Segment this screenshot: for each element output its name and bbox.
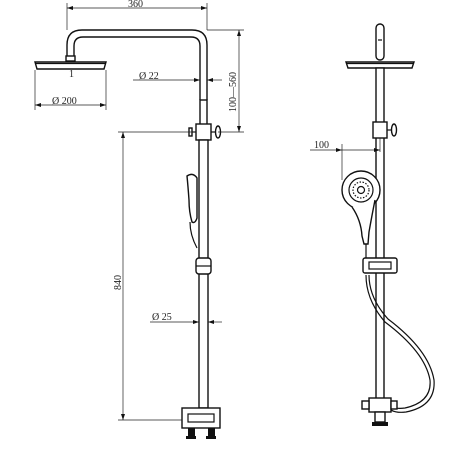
dim-lower-riser-diameter: Ø 25: [152, 312, 172, 323]
side-view: [341, 23, 435, 426]
dim-upper-riser-diameter: Ø 22: [139, 71, 159, 82]
slider-side: [362, 257, 398, 274]
head-mark-label: 1: [69, 69, 74, 80]
side-riser: [375, 67, 385, 401]
mixer-body-side: [361, 397, 398, 426]
handshower-face: [341, 170, 381, 258]
dim-handshower-offset: 100: [314, 140, 329, 151]
side-connector: [372, 121, 398, 139]
dim-head-diameter: Ø 200: [52, 96, 77, 107]
side-dimensions: 100: [310, 138, 381, 180]
side-arm-stub: [375, 23, 385, 61]
shower-head-front: [34, 55, 107, 70]
front-view: 1: [34, 29, 222, 439]
shower-head-side: [345, 61, 415, 69]
slider-front: [195, 257, 212, 275]
handshower-profile: [186, 173, 198, 224]
front-dimensions: 360 Ø 200 Ø 22 100—560 840 Ø 25: [34, 0, 244, 421]
mixer-body-front: [181, 407, 221, 439]
dim-height-adjust: 100—560: [228, 72, 239, 112]
dim-arm-width: 360: [128, 0, 143, 10]
hose: [365, 274, 431, 409]
dim-height: 840: [113, 275, 124, 290]
